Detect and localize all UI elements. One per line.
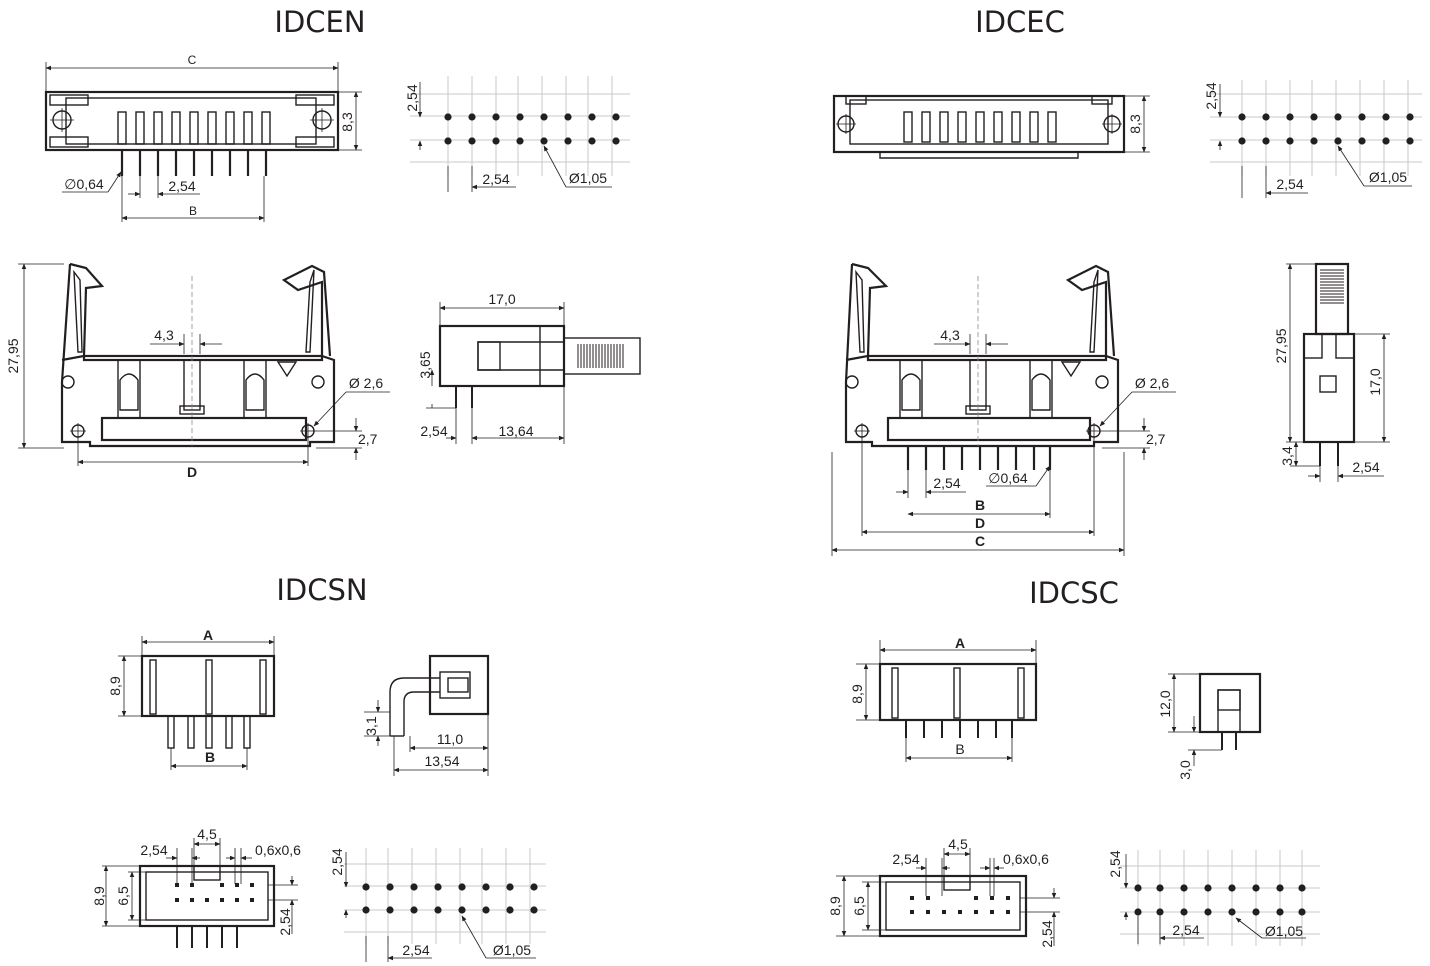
idcen-side-view: 17,0 3,65 2,54 13,64 (417, 291, 641, 444)
idcsc-front-view: A 8,9 B (849, 635, 1038, 762)
dim-4-3-idcen: 4,3 (154, 327, 174, 343)
idcen-top-view: C 8,3 B 2,54 ∅0,64 (44, 53, 362, 222)
dim-3-1-idcsn: 3,1 (363, 716, 379, 736)
idcsn-side-view: 3,1 11,0 13,54 (363, 654, 490, 776)
dim-0-6x0-6-idcsn: 0,6x0,6 (255, 842, 301, 858)
dim-b-idcen: B (189, 204, 197, 218)
dim-2-54-top-idcsn: 2,54 (140, 842, 167, 858)
dim-2-7-idcec: 2,7 (1146, 431, 1166, 447)
dim-2-54v-idcec: 2,54 (1203, 82, 1219, 109)
dim-8-9-idcsc: 8,9 (849, 684, 865, 704)
dim-3-65-idcen: 3,65 (417, 351, 433, 378)
dim-1-05-idcec: Ø1,05 (1369, 169, 1407, 185)
dim-2-54v-top-idcsc: 2,54 (1039, 920, 1055, 947)
dim-b-idcsc: B (955, 741, 964, 757)
dim-6-5-idcsn: 6,5 (115, 886, 131, 906)
dim-27-95-idcen: 27,95 (5, 338, 21, 373)
dim-8-3-idcec: 8,3 (1127, 114, 1143, 134)
dim-4-5-idcsn: 4,5 (197, 826, 217, 842)
idcec-top-view: 8,3 (832, 94, 1150, 159)
dim-1-05-idcen: Ø1,05 (569, 170, 607, 186)
dim-c-idcen: C (188, 53, 197, 67)
dim-2-54v-top-idcsn: 2,54 (277, 908, 293, 935)
idcsc-top-view: 8,9 6,5 2,54 4,5 0,6x0,6 2,54 (827, 836, 1060, 948)
dim-b-idcec: B (975, 497, 985, 513)
dim-8-9-top-idcsn: 8,9 (91, 886, 107, 906)
dim-1-05-idcsn: Ø1,05 (493, 942, 531, 958)
dim-1-05-idcsc: Ø1,05 (1265, 923, 1303, 939)
dim-2-54h-idcen: 2,54 (482, 171, 509, 187)
dim-2-54-side-idcec: 2,54 (1352, 459, 1379, 475)
dim-2-54-idcen: 2,54 (168, 178, 195, 194)
title-idcen: IDCEN (274, 5, 365, 39)
dim-2-54v-idcsc: 2,54 (1107, 850, 1123, 877)
dim-b-idcsn: B (205, 749, 215, 765)
dim-13-64-idcen: 13,64 (498, 423, 533, 439)
idcsn-top-view: 8,9 6,5 2,54 4,5 0,6x0,6 2,54 (91, 826, 301, 948)
dim-a-idcsn: A (203, 627, 213, 643)
dim-2-54v-idcsn: 2,54 (329, 848, 345, 875)
dim-2-54h-idcsn: 2,54 (402, 942, 429, 958)
dim-2-54-top-idcsc: 2,54 (892, 851, 919, 867)
dim-3-4-idcec: 3,4 (1279, 446, 1295, 466)
dim-11-0-idcsn: 11,0 (437, 731, 463, 747)
dim-2-54v-idcen: 2,54 (404, 84, 420, 111)
title-idcsn: IDCSN (276, 573, 367, 607)
dim-2-7-idcen: 2,7 (358, 431, 378, 447)
dim-d-idcen: D (187, 464, 197, 480)
dim-2-54-idcec: 2,54 (933, 475, 960, 491)
idcen-footprint: 2,54 2,54 Ø1,05 (404, 76, 630, 192)
dim-3-0-idcsc: 3,0 (1177, 760, 1193, 780)
title-idcec: IDCEC (975, 5, 1065, 39)
title-idcsc: IDCSC (1029, 576, 1119, 610)
dim-17-0-idcec: 17,0 (1367, 368, 1383, 395)
dim-d-idcec: D (975, 515, 985, 531)
idcsn-front-view: A 8,9 B (107, 627, 276, 770)
dim-4-5-idcsc: 4,5 (948, 836, 968, 852)
dim-2-54-side-idcen: 2,54 (420, 423, 447, 439)
idcsn-footprint: 2,54 2,54 Ø1,05 (329, 848, 546, 962)
dim-0-64-idcen: ∅0,64 (64, 176, 104, 192)
dim-c-idcec: C (975, 533, 985, 549)
dim-6-5-idcsc: 6,5 (851, 896, 867, 916)
dim-2-54h-idcec: 2,54 (1276, 176, 1303, 192)
dim-0-6x0-6-idcsc: 0,6x0,6 (1003, 851, 1049, 867)
idcec-side-view: 27,95 17,0 3,4 2,54 (1273, 262, 1390, 482)
dim-17-0-idcen: 17,0 (488, 291, 515, 307)
dim-12-0-idcsc: 12,0 (1157, 690, 1173, 717)
dim-0-64-idcec: ∅0,64 (988, 470, 1028, 486)
dim-a-idcsc: A (955, 635, 965, 651)
dim-8-9-idcsn: 8,9 (107, 676, 123, 696)
idcec-front-view: 4,3 Ø 2,6 2,7 2,54 ∅0,64 B D C (831, 262, 1176, 556)
dim-13-54-idcsn: 13,54 (424, 753, 459, 769)
dim-4-3-idcec: 4,3 (940, 327, 960, 343)
idcen-front-view: 27,95 4,3 Ø 2,6 2,7 D (5, 262, 390, 480)
dim-27-95-idcec: 27,95 (1273, 328, 1289, 363)
idcec-footprint: 2,54 2,54 Ø1,05 (1203, 80, 1422, 198)
idcsc-footprint: 2,54 2,54 Ø1,05 (1107, 850, 1320, 946)
idcsc-side-view: 12,0 3,0 (1157, 672, 1262, 780)
dim-2-6-idcen: Ø 2,6 (349, 375, 383, 391)
dim-2-54h-idcsc: 2,54 (1172, 922, 1199, 938)
dim-8-3-idcen: 8,3 (339, 112, 355, 132)
dim-8-9-top-idcsc: 8,9 (827, 896, 843, 916)
dim-2-6-idcec: Ø 2,6 (1135, 375, 1169, 391)
